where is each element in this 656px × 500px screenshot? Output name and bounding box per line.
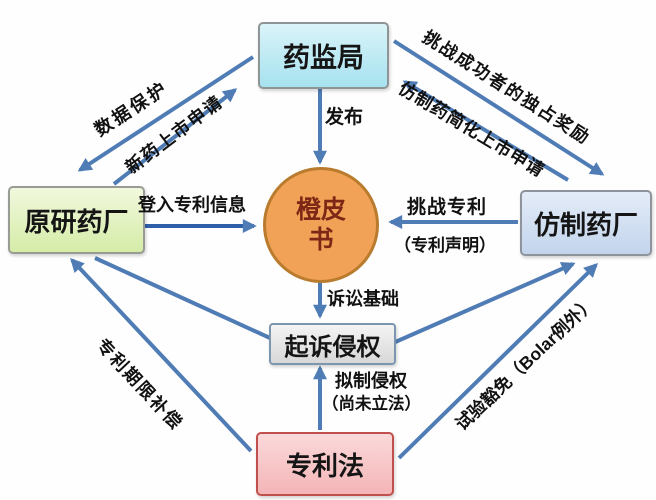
edge-label-patent-declaration: （专利声明） bbox=[394, 236, 496, 255]
arrow-sue-generic bbox=[392, 262, 576, 345]
node-sue-infringement: 起诉侵权 bbox=[269, 323, 396, 365]
line-originator-sue bbox=[94, 256, 271, 340]
arrow-new-drug-application bbox=[112, 88, 238, 186]
arrow-challenge-reward bbox=[392, 39, 605, 176]
node-patent-law: 专利法 bbox=[256, 432, 394, 496]
edge-label-litigation-basis: 诉讼基础 bbox=[327, 289, 399, 309]
arrow-generic-abbreviated-application bbox=[402, 80, 570, 182]
edge-label-publish: 发布 bbox=[325, 107, 364, 128]
node-orange-book: 橙皮书 bbox=[263, 167, 379, 283]
arrow-experimental-exemption bbox=[397, 263, 599, 460]
edge-label-deemed-infringement: 拟制侵权 bbox=[335, 371, 407, 391]
orange-book-label: 橙皮书 bbox=[295, 196, 346, 254]
node-drug-administration: 药监局 bbox=[258, 22, 389, 89]
arrow-patent-term-compensation bbox=[70, 257, 253, 453]
edge-label-not-yet-legislated: （尚未立法） bbox=[322, 395, 421, 413]
node-originator-pharma: 原研药厂 bbox=[8, 186, 145, 254]
arrow-data-protection bbox=[77, 55, 255, 172]
edge-label-challenge-patent: 挑战专利 bbox=[407, 197, 488, 218]
edge-label-register-patent: 登入专利信息 bbox=[138, 195, 246, 215]
node-generic-pharma: 仿制药厂 bbox=[520, 190, 652, 256]
